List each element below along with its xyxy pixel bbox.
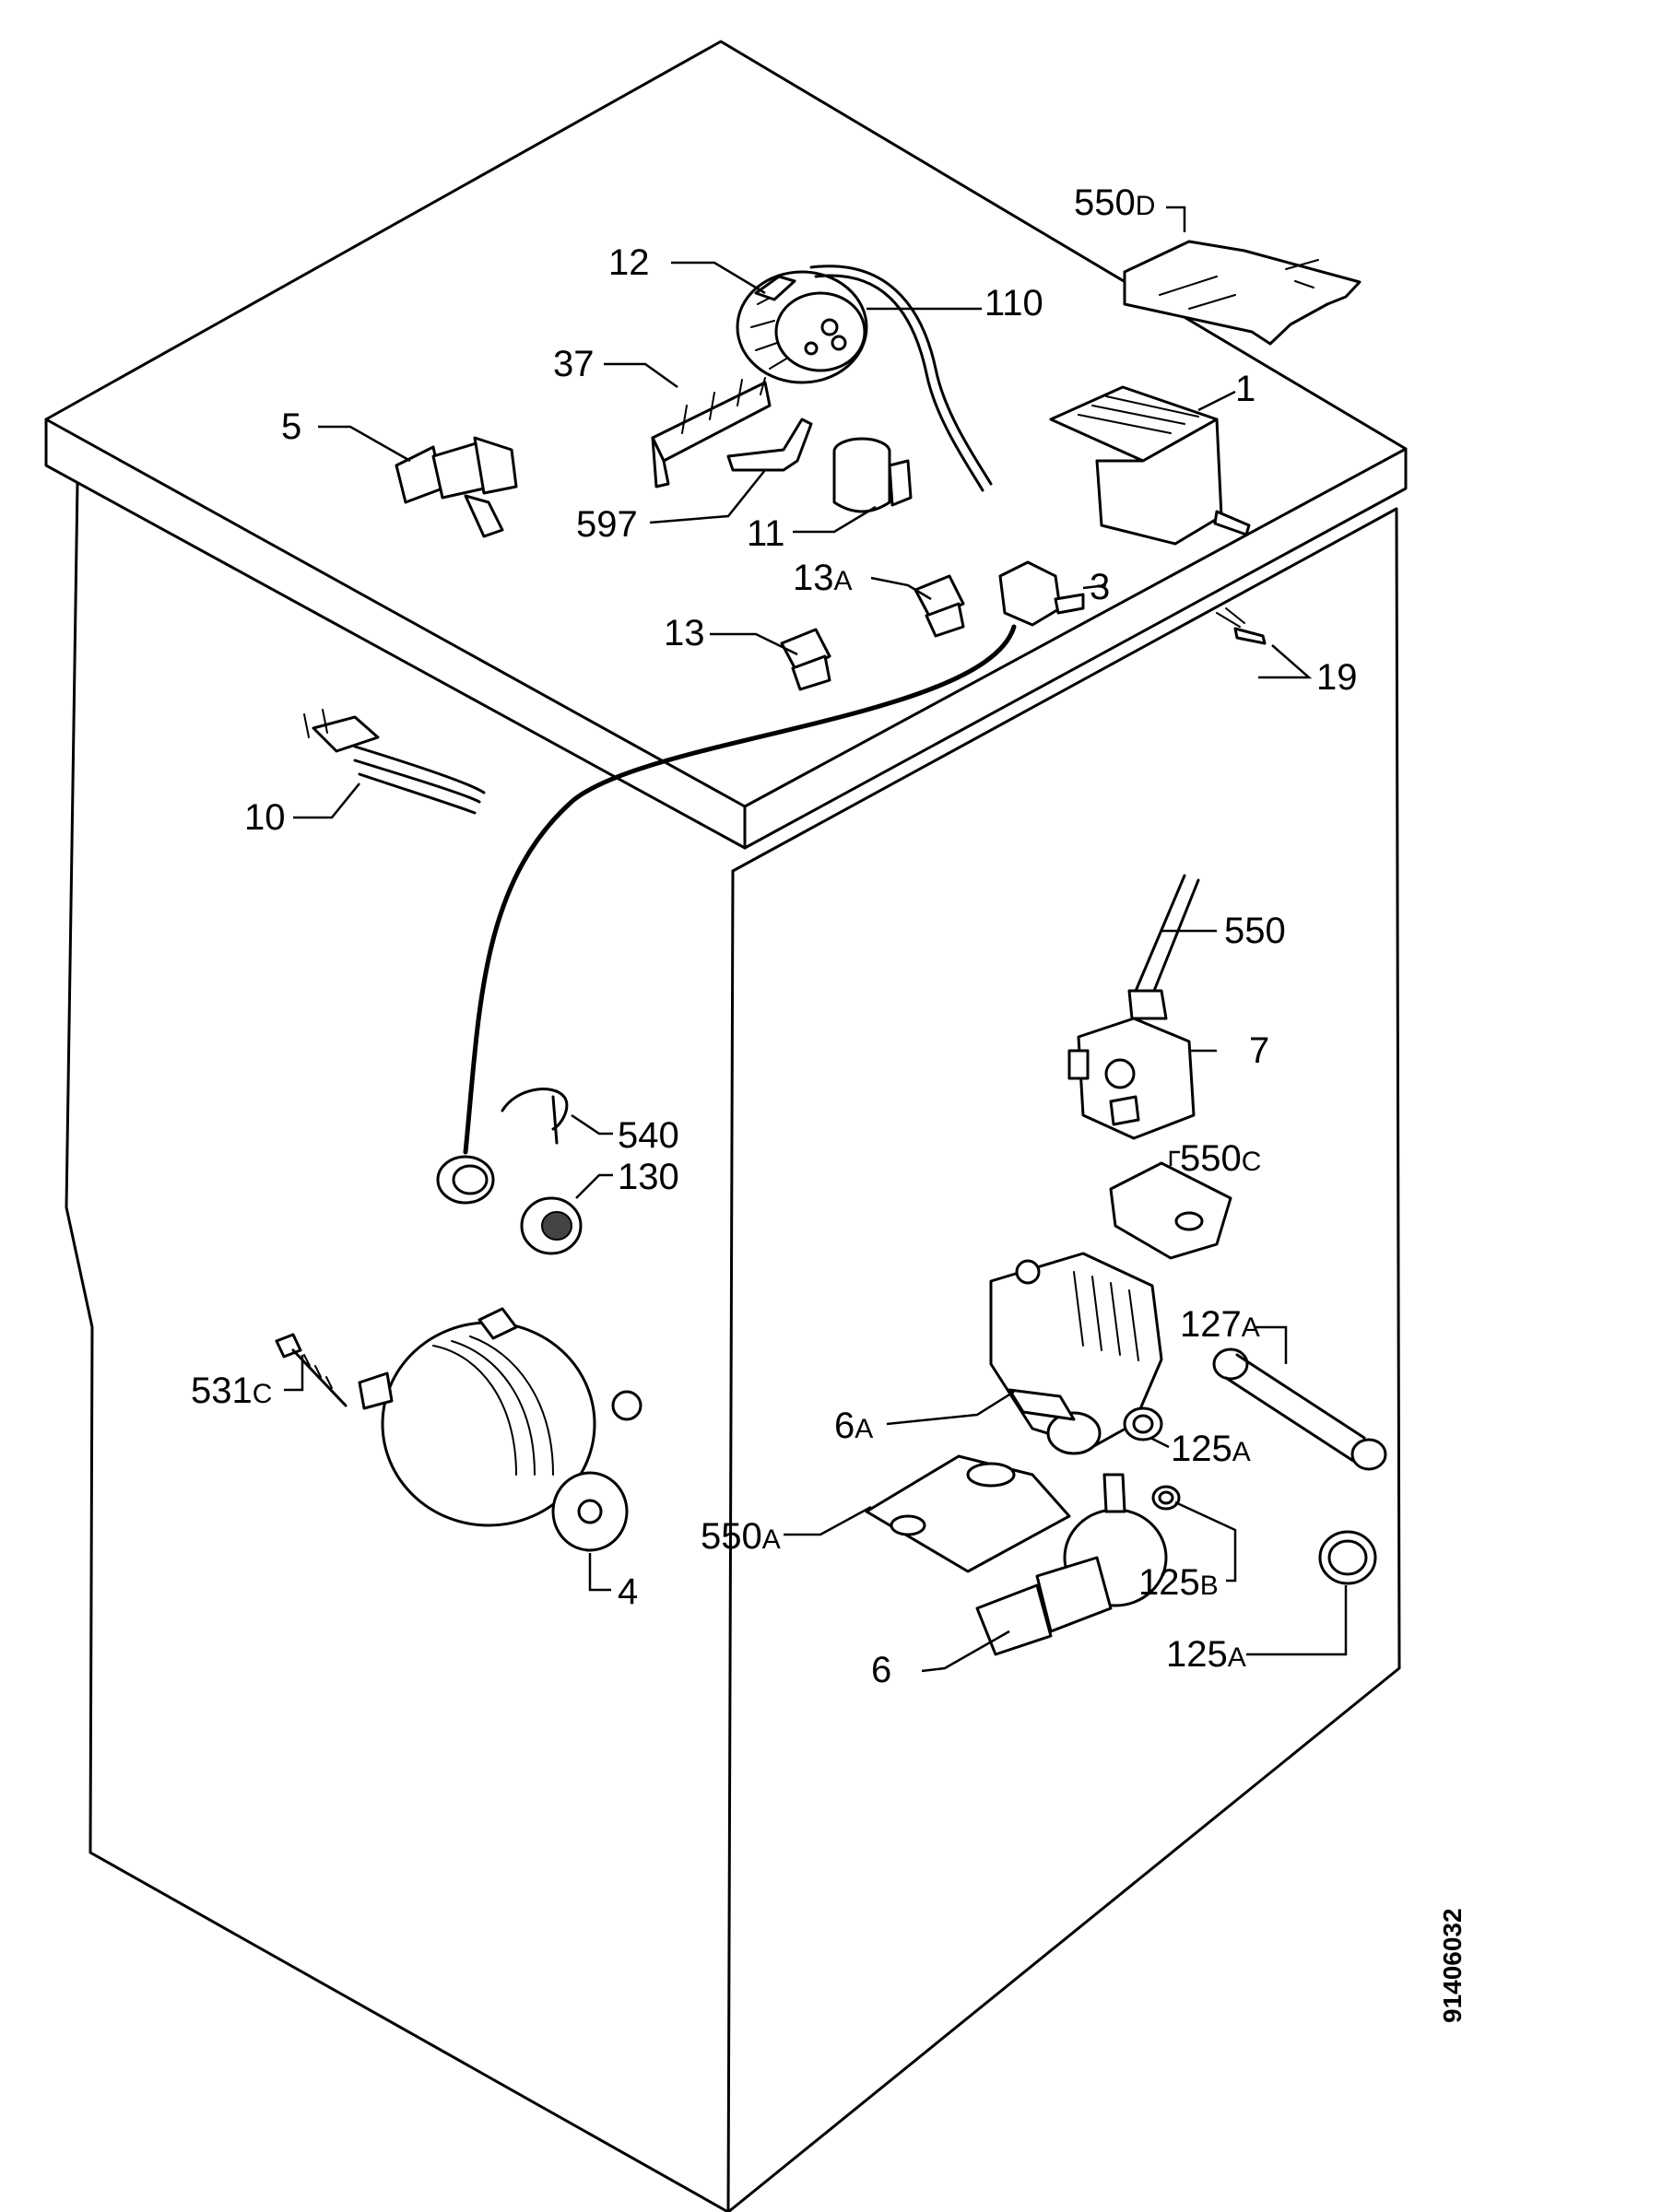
part-13-connector: [780, 628, 831, 691]
label-12: 12: [608, 242, 650, 283]
cable-end-seal: [436, 1155, 495, 1205]
part-127a-hose: [1212, 1347, 1387, 1471]
part-550c-cover: [1109, 1161, 1232, 1260]
part-6-pump: [975, 1473, 1168, 1656]
label-13a: 13A: [793, 558, 853, 598]
label-6a: 6A: [834, 1406, 873, 1446]
label-110: 110: [984, 283, 1043, 324]
part-10-heater: [303, 709, 486, 815]
part-110-hose: [809, 265, 993, 492]
label-550c: 550C: [1180, 1138, 1261, 1179]
part-19-sensor: [1216, 607, 1267, 645]
label-11: 11: [747, 513, 785, 554]
part-1-timer: [1049, 385, 1251, 546]
part-labels: 550D 12 110 37 1 5 597 11 13A 3 13 19 10…: [191, 182, 1358, 1690]
part-550-harness: [1127, 874, 1200, 1020]
part-540-clip: [501, 1088, 569, 1145]
label-4: 4: [618, 1571, 638, 1612]
part-6a-pump-housing: [989, 1252, 1163, 1455]
document-number: 91406032: [1438, 1908, 1467, 2023]
part-12-pressure-switch: [736, 270, 868, 384]
part-5-valve: [395, 436, 518, 538]
part-7-door-lock: [1067, 1017, 1196, 1140]
part-4-motor: [358, 1307, 642, 1552]
part-13a-connector: [914, 574, 965, 638]
cabinet-outline: [44, 40, 1408, 2212]
part-37-terminal-block: [651, 377, 772, 488]
label-540: 540: [618, 1115, 679, 1156]
label-1: 1: [1235, 369, 1255, 409]
part-531c-screw: [275, 1333, 348, 1407]
part-125a-lower-seal: [1318, 1530, 1377, 1585]
label-6: 6: [871, 1650, 891, 1690]
label-550d: 550D: [1074, 182, 1155, 223]
part-597-clip: [726, 418, 813, 472]
label-125a-upper: 125A: [1171, 1429, 1251, 1469]
part-130-seal: [520, 1196, 583, 1255]
label-13: 13: [664, 613, 705, 653]
label-531c: 531C: [191, 1371, 272, 1411]
part-550d-cover: [1123, 240, 1361, 346]
label-37: 37: [553, 344, 595, 384]
label-550a: 550A: [701, 1516, 781, 1557]
label-130: 130: [618, 1157, 679, 1197]
label-5: 5: [281, 406, 301, 447]
door-cable: [463, 624, 1017, 1155]
part-125b-seal: [1151, 1485, 1181, 1511]
label-125b: 125B: [1138, 1562, 1219, 1603]
label-19: 19: [1316, 657, 1358, 698]
label-127a: 127A: [1180, 1304, 1260, 1345]
part-11-capacitor: [832, 437, 913, 513]
leader-lines: [284, 206, 1348, 1673]
part-3-door-switch: [998, 560, 1085, 627]
label-3: 3: [1090, 567, 1110, 607]
label-10: 10: [244, 797, 286, 838]
label-550: 550: [1224, 911, 1286, 951]
part-125a-upper-seal: [1123, 1406, 1163, 1441]
part-550a-cover: [865, 1454, 1071, 1573]
label-597: 597: [576, 504, 638, 545]
label-7: 7: [1249, 1030, 1269, 1071]
label-125a-lower: 125A: [1166, 1634, 1246, 1675]
